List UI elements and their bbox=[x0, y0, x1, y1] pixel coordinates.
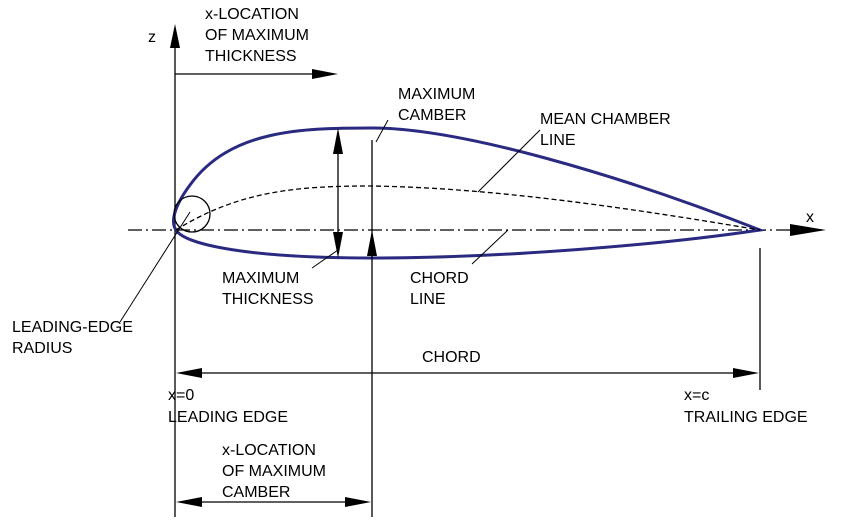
maximum-thickness-dimension bbox=[333, 128, 343, 258]
chord-dimension bbox=[174, 232, 761, 517]
x-location-max-camber-arrow bbox=[176, 497, 371, 507]
x-location-max-thickness-label: x-LOCATION OF MAXIMUM THICKNESS bbox=[205, 6, 313, 65]
airfoil-outline bbox=[172, 126, 766, 260]
leading-edge-label: LEADING EDGE bbox=[168, 409, 288, 426]
z-axis-label: z bbox=[148, 29, 156, 46]
leader-chord-line bbox=[471, 229, 509, 265]
leader-maximum-camber bbox=[375, 119, 389, 143]
x-axis-chord-line bbox=[128, 224, 826, 236]
mean-camber-line-label: MEAN CHAMBER LINE bbox=[540, 111, 675, 149]
leader-leading-edge-radius bbox=[119, 211, 191, 323]
chord-line-label: CHORD LINE bbox=[410, 270, 473, 308]
maximum-camber-line bbox=[367, 140, 377, 517]
leading-edge-radius-circle bbox=[173, 195, 211, 233]
chord-label: CHORD bbox=[422, 349, 481, 366]
mean-camber-line bbox=[175, 185, 761, 231]
x-axis-label: x bbox=[806, 209, 814, 226]
x-location-max-camber-label: x-LOCATION OF MAXIMUM CAMBER bbox=[222, 442, 330, 501]
leader-maximum-thickness bbox=[311, 249, 339, 269]
leading-edge-radius-label: LEADING-EDGE RADIUS bbox=[12, 319, 137, 357]
maximum-thickness-label: MAXIMUM THICKNESS bbox=[222, 270, 314, 308]
x0-label: x=0 bbox=[168, 387, 194, 404]
leader-mean-camber-line bbox=[477, 129, 541, 193]
xc-label: x=c bbox=[684, 387, 709, 404]
trailing-edge-label: TRAILING EDGE bbox=[684, 409, 808, 426]
maximum-camber-label: MAXIMUM CAMBER bbox=[398, 86, 480, 124]
x-location-max-thickness-arrow bbox=[175, 69, 338, 79]
